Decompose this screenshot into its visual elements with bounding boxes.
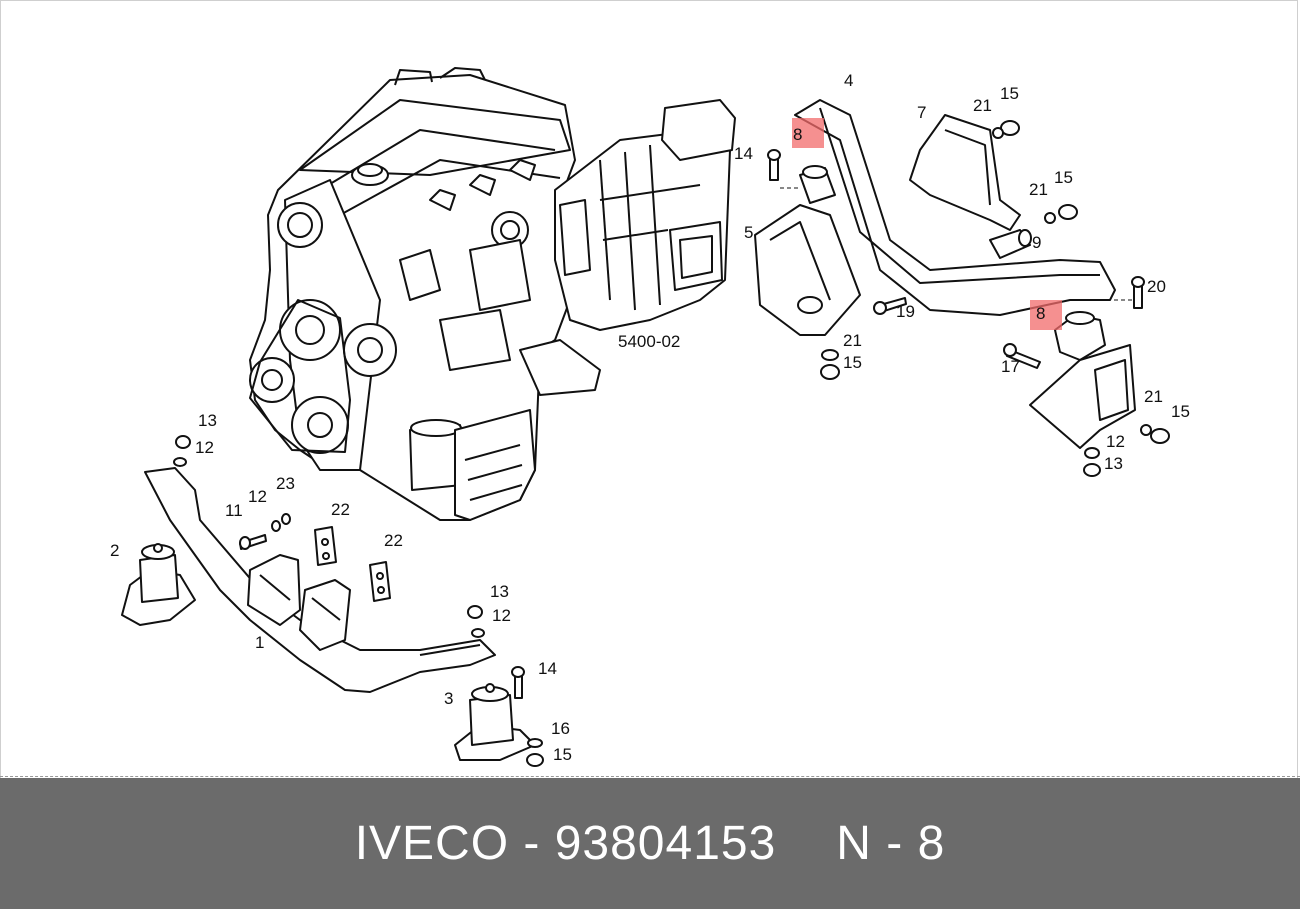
front-crossmember-assembly: [121, 435, 544, 767]
part-label: 12: [248, 487, 267, 506]
group-code-label: 5400-02: [618, 332, 680, 351]
part-label: 12: [1106, 432, 1125, 451]
position-text: N - 8: [836, 817, 946, 870]
part-label: 8: [793, 125, 802, 144]
part-label: 22: [384, 531, 403, 550]
part-label: 4: [844, 71, 853, 90]
part-label: 15: [1054, 168, 1073, 187]
part-label: 21: [1144, 387, 1163, 406]
part-label: 3: [444, 689, 453, 708]
part-label: 9: [1032, 233, 1041, 252]
exploded-parts-diagram: 5400-02: [110, 67, 1190, 767]
part-label: 12: [492, 606, 511, 625]
part-label: 1: [255, 633, 264, 652]
part-label: 17: [1001, 357, 1020, 376]
part-label: 7: [917, 103, 926, 122]
part-number-text: IVECO - 93804153: [354, 817, 777, 870]
part-label: 21: [1029, 180, 1048, 199]
part-label: 2: [110, 541, 119, 560]
part-number-labels: 1 2 3 4 5 7 8 8 9 11 12 12 12 12 13 13 1…: [110, 71, 1190, 764]
part-label: 21: [843, 331, 862, 350]
part-label: 20: [1147, 277, 1166, 296]
part-label: 13: [490, 582, 509, 601]
footer-bar: IVECO - 93804153 N - 8: [0, 778, 1300, 909]
part-label: 11: [225, 501, 243, 520]
gearbox-illustration: [554, 99, 736, 331]
engine-illustration: [249, 67, 601, 521]
part-label: 15: [1000, 84, 1019, 103]
part-label: 15: [553, 745, 572, 764]
part-label: 12: [195, 438, 214, 457]
part-label: 14: [538, 659, 557, 678]
position-8-highlight-lower: [1030, 300, 1062, 330]
part-label: 21: [973, 96, 992, 115]
frame-bottom-border: [0, 776, 1300, 778]
part-label: 5: [744, 223, 753, 242]
part-label: 15: [843, 353, 862, 372]
part-label: 15: [1171, 402, 1190, 421]
part-label: 22: [331, 500, 350, 519]
part-label: 23: [276, 474, 295, 493]
part-label: 13: [1104, 454, 1123, 473]
part-label: 14: [734, 144, 753, 163]
rear-support-assembly: [754, 99, 1170, 477]
part-label: 13: [198, 411, 217, 430]
position-8-highlight-upper: [792, 118, 824, 148]
leader-lines: [780, 187, 1134, 301]
part-label: 8: [1036, 304, 1045, 323]
part-label: 16: [551, 719, 570, 738]
part-label: 19: [896, 302, 915, 321]
